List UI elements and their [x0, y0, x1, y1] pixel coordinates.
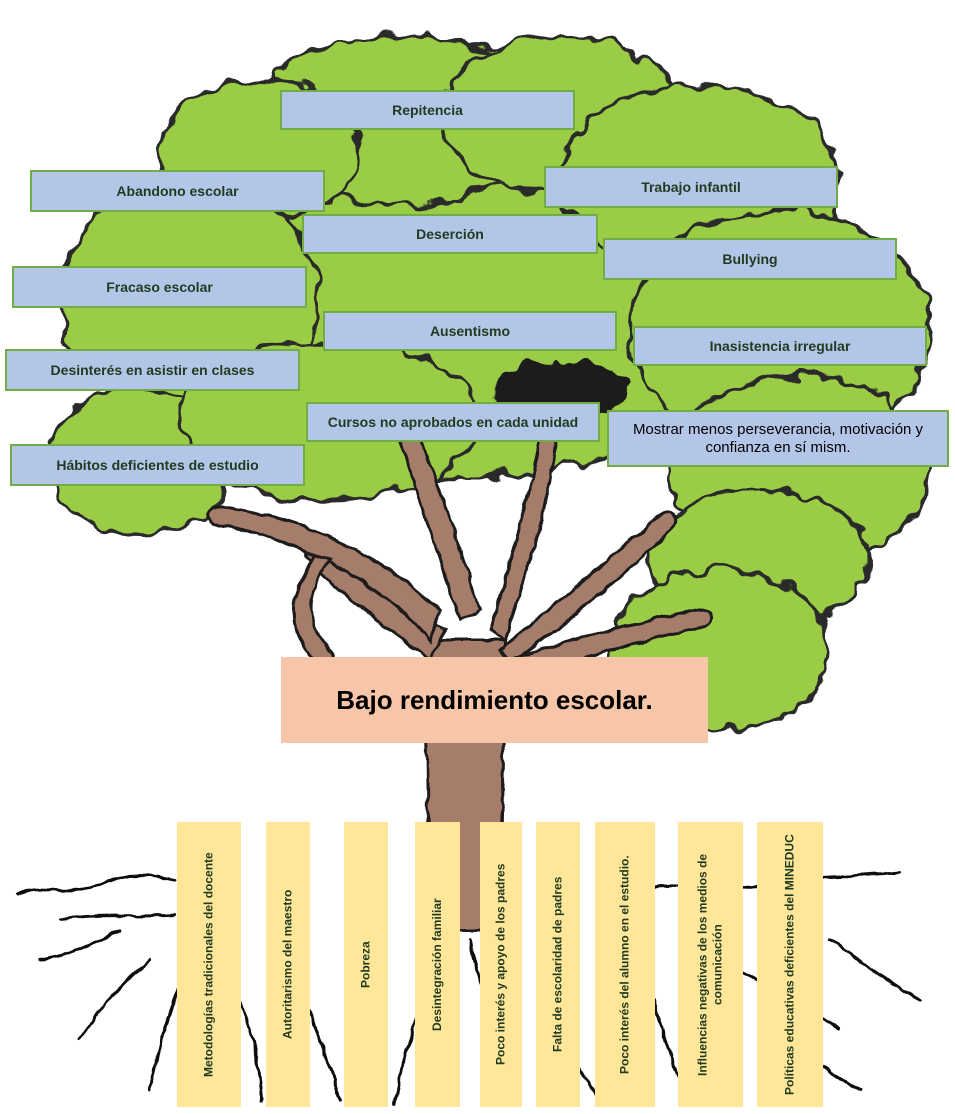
cause-box-pobreza: Pobreza	[344, 822, 388, 1107]
cause-box-desintegracion-familiar: Desintegración familiar	[415, 822, 460, 1107]
effect-box-desinteres-asistir: Desinterés en asistir en clases	[5, 349, 300, 391]
effect-box-ausentismo: Ausentismo	[323, 311, 617, 351]
cause-box-autoritarismo: Autoritarismo del maestro	[266, 822, 310, 1107]
effect-box-trabajo-infantil: Trabajo infantil	[544, 166, 838, 208]
effect-box-cursos-no-aprobados: Cursos no aprobados en cada unidad	[306, 402, 600, 442]
cause-box-influencias-medios: Influencias negativas de los medios de c…	[678, 822, 743, 1107]
cause-box-poco-interes-padres: Poco interés y apoyo de los padres	[480, 822, 522, 1107]
cause-box-politicas-mineduc: Políticas educativas deficientes del MIN…	[757, 822, 823, 1107]
central-problem-box: Bajo rendimiento escolar.	[281, 657, 708, 743]
effect-box-menos-perseverancia: Mostrar menos perseverancia, motivación …	[607, 410, 949, 467]
cause-box-falta-escolaridad: Falta de escolaridad de padres	[536, 822, 580, 1107]
cause-box-metodologias: Metodologías tradicionales del docente	[177, 822, 241, 1107]
cause-box-poco-interes-alumno: Poco interés del alumno en el estudio.	[595, 822, 655, 1107]
effect-box-fracaso-escolar: Fracaso escolar	[12, 266, 307, 308]
effect-box-repitencia: Repitencia	[280, 90, 575, 130]
effect-box-inasistencia-irregular: Inasistencia irregular	[633, 326, 927, 366]
effect-box-bullying: Bullying	[603, 238, 897, 280]
effect-box-desercion: Deserción	[302, 214, 598, 254]
effect-box-abandono-escolar: Abandono escolar	[30, 170, 325, 212]
effect-box-habitos-deficientes: Hábitos deficientes de estudio	[10, 444, 305, 486]
